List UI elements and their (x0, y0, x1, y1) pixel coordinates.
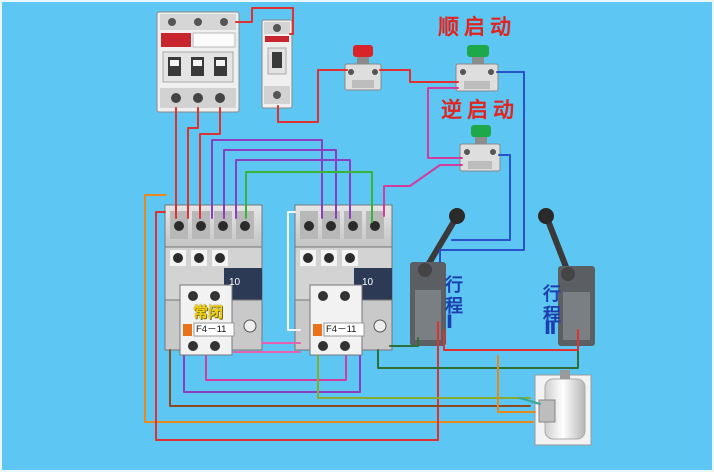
wire-olive (317, 355, 531, 399)
wire-magenta (427, 87, 463, 159)
aux-contact-2-model: F4－11 (326, 324, 357, 335)
wire-brown (169, 349, 531, 407)
limit-switch-1-numeral: Ⅰ (446, 311, 454, 333)
wire-red (379, 69, 459, 83)
wire-red (443, 329, 579, 351)
limit-switch-2-numeral: Ⅱ (544, 317, 557, 339)
wire-white (287, 211, 301, 331)
wire-orange (144, 194, 534, 423)
wire-orange (497, 355, 536, 413)
wire-blue (451, 154, 511, 241)
contactor-1-rating: 10 (229, 277, 241, 288)
wire-purple (183, 355, 361, 393)
forward-start-push-button (455, 45, 499, 92)
wire-red (235, 7, 294, 35)
three-pole-circuit-breaker (156, 11, 240, 113)
limit-switch-2 (538, 208, 595, 346)
wire-purple (223, 149, 337, 219)
wire-red (155, 211, 439, 441)
wire-dark-green (389, 337, 419, 347)
aux-contact-block-1 (179, 284, 235, 356)
wire-purple (211, 139, 323, 219)
reverse-start-label: 逆启动 (441, 98, 519, 122)
limit-switch-1-label: 行程 (442, 275, 463, 317)
forward-start-label: 顺启动 (438, 15, 516, 39)
aux-contact-1-model: F4－11 (196, 324, 227, 335)
single-pole-circuit-breaker (261, 19, 293, 109)
limit-switch-2-label: 行程 (540, 284, 561, 326)
aux-contact-1-label: 常闭 (193, 303, 224, 321)
wires (144, 7, 579, 441)
wire-teal (519, 397, 541, 405)
motor (534, 370, 592, 446)
wire-magenta (205, 355, 347, 381)
wire-red (199, 107, 221, 219)
wire-red (187, 107, 199, 219)
reverse-start-push-button (459, 125, 501, 172)
wire-blue (439, 71, 525, 263)
wire-magenta (383, 164, 463, 217)
contactor-2-rating: 10 (362, 277, 374, 288)
stop-push-button (344, 45, 382, 91)
aux-contact-block-2 (309, 284, 365, 356)
wire-red (277, 69, 348, 123)
wire-green (245, 171, 373, 223)
wire-purple (235, 159, 351, 219)
wire-dark-green (377, 343, 579, 369)
